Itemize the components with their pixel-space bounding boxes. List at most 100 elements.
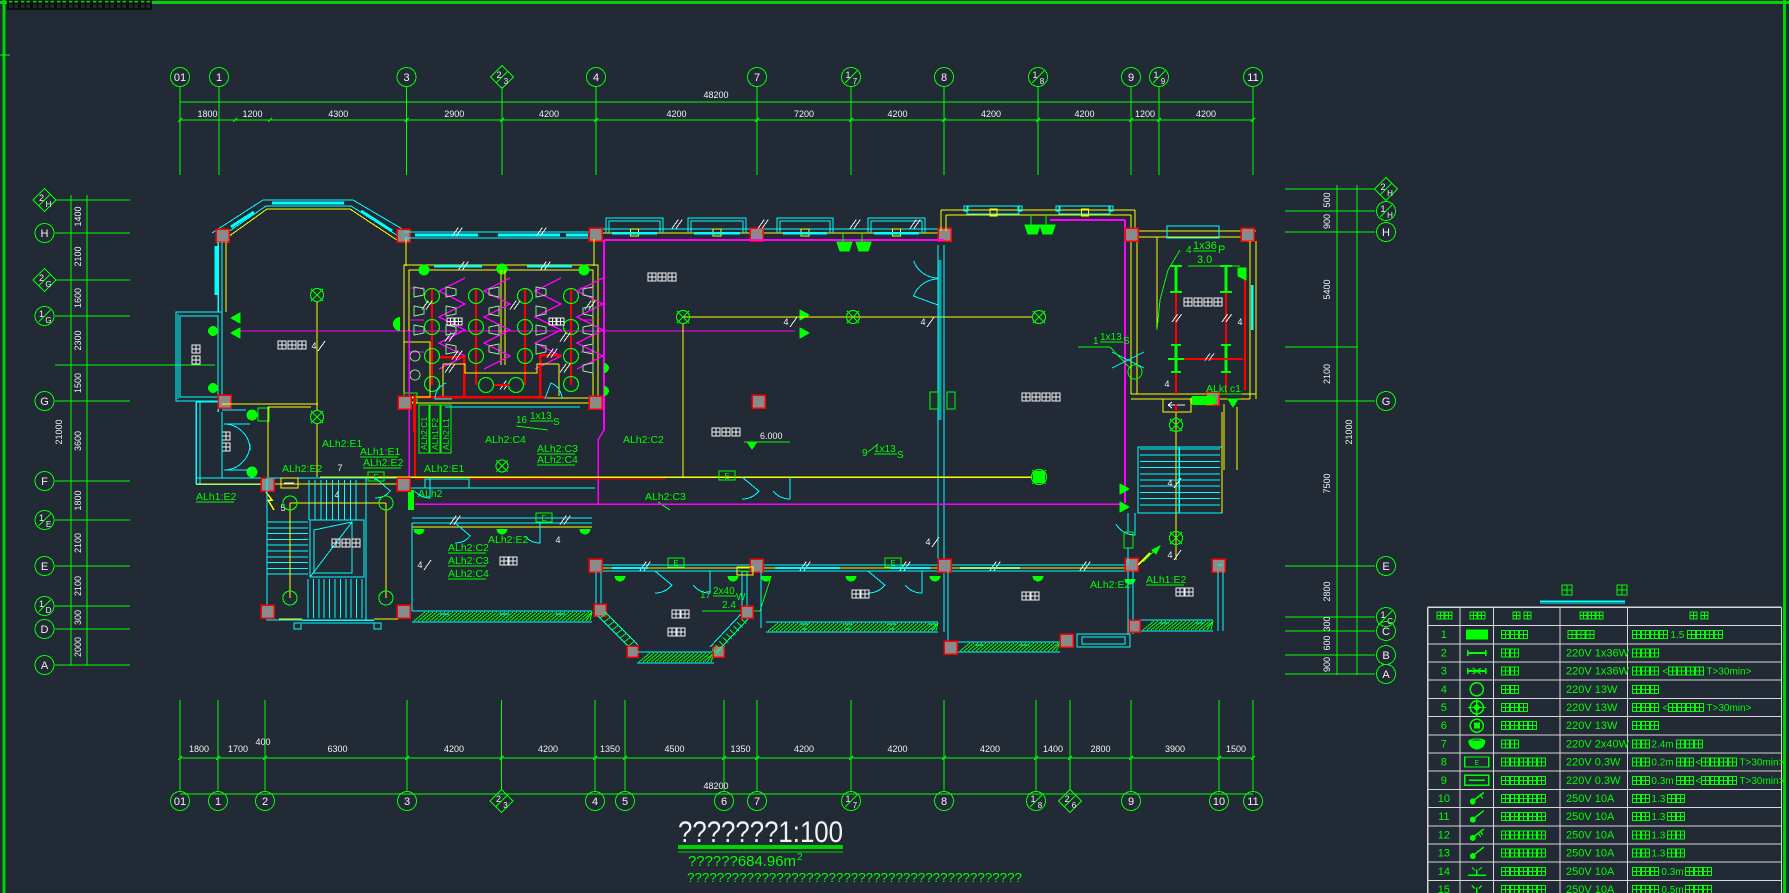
svg-text:E: E (41, 561, 48, 573)
svg-text:4200: 4200 (539, 109, 559, 119)
svg-text:3: 3 (1441, 666, 1447, 678)
svg-text:2: 2 (1380, 182, 1385, 192)
svg-text:ALh2:E1: ALh2:E1 (322, 438, 362, 450)
svg-text:3: 3 (404, 796, 410, 808)
svg-text:300: 300 (73, 610, 83, 625)
svg-text:??????????????????????????????: ????????????????????????????????????????… (687, 870, 1022, 885)
svg-text:E: E (724, 472, 729, 481)
svg-text:3600: 3600 (73, 431, 83, 451)
svg-text:400: 400 (255, 737, 270, 747)
svg-text:1: 1 (215, 796, 221, 808)
svg-text:10: 10 (1213, 796, 1225, 808)
svg-text:3.0: 3.0 (1197, 254, 1212, 266)
svg-text:600: 600 (1322, 635, 1332, 650)
svg-text:8: 8 (1441, 757, 1447, 769)
svg-text:2: 2 (39, 193, 44, 203)
svg-text:10: 10 (1438, 793, 1450, 805)
svg-text:2900: 2900 (444, 109, 464, 119)
svg-text:2: 2 (1064, 794, 1069, 804)
svg-text:E: E (673, 559, 678, 568)
svg-text:5: 5 (622, 796, 628, 808)
svg-text:250V 10A: 250V 10A (1566, 793, 1615, 805)
svg-text:ALh1:E1: ALh1:E1 (360, 446, 400, 458)
svg-text:2: 2 (262, 796, 268, 808)
svg-text:1: 1 (845, 794, 850, 804)
svg-text:12: 12 (1438, 829, 1450, 841)
svg-text:W: W (736, 592, 746, 603)
svg-text:4: 4 (334, 490, 339, 500)
svg-text:4: 4 (920, 317, 925, 327)
svg-text:1.3: 1.3 (1651, 794, 1665, 805)
svg-text:T>30min>: T>30min> (1739, 758, 1784, 769)
svg-text:<: < (1695, 758, 1701, 769)
svg-text:4: 4 (1167, 550, 1172, 560)
svg-text:7: 7 (853, 801, 858, 810)
svg-text:250V 10A: 250V 10A (1566, 848, 1615, 860)
svg-text:2: 2 (496, 794, 501, 804)
svg-text:3900: 3900 (1165, 744, 1185, 754)
svg-text:E: E (1474, 760, 1479, 767)
svg-text:6300: 6300 (327, 744, 347, 754)
svg-text:9: 9 (1128, 796, 1134, 808)
svg-text:0.2m: 0.2m (1651, 758, 1673, 769)
svg-text:G: G (1382, 396, 1391, 408)
svg-text:1200: 1200 (1135, 109, 1155, 119)
svg-text:1: 1 (1093, 336, 1099, 347)
svg-text:250V 10A: 250V 10A (1566, 811, 1615, 823)
svg-text:ALh2:C1: ALh2:C1 (419, 417, 429, 450)
svg-text:H: H (41, 228, 49, 240)
svg-text:6: 6 (1441, 720, 1447, 732)
svg-text:P: P (1218, 244, 1225, 256)
svg-text:<: < (1695, 776, 1701, 787)
svg-text:900: 900 (1322, 657, 1332, 672)
svg-text:4: 4 (1441, 684, 1447, 696)
svg-text:4: 4 (925, 537, 930, 547)
svg-text:1x13: 1x13 (1100, 332, 1122, 343)
svg-text:11: 11 (1247, 72, 1258, 84)
svg-text:8: 8 (941, 72, 947, 84)
svg-text:0.3m: 0.3m (1651, 776, 1673, 787)
svg-text:1600: 1600 (73, 288, 83, 308)
svg-text:3: 3 (503, 801, 508, 810)
svg-text:1.3: 1.3 (1651, 849, 1665, 860)
svg-text:7: 7 (754, 796, 760, 808)
svg-text:5400: 5400 (1322, 279, 1332, 299)
svg-text:E: E (890, 559, 895, 568)
svg-text:1500: 1500 (73, 373, 83, 393)
svg-text:ALh1:E2: ALh1:E2 (196, 491, 236, 503)
svg-text:3: 3 (504, 77, 509, 86)
svg-text:1.3: 1.3 (1651, 830, 1665, 841)
svg-text:S: S (1123, 336, 1130, 347)
svg-text:6: 6 (1072, 801, 1077, 810)
svg-text:ALh2:C3: ALh2:C3 (645, 491, 686, 503)
svg-text:0.5m: 0.5m (1661, 885, 1683, 893)
svg-text:7: 7 (754, 72, 760, 84)
svg-text:A: A (1382, 669, 1390, 681)
svg-text:220V 2x40W: 220V 2x40W (1566, 738, 1630, 750)
svg-text:4: 4 (1237, 317, 1242, 327)
svg-text:T>30min>: T>30min> (1706, 703, 1751, 714)
svg-text:ALh2:C4: ALh2:C4 (448, 568, 489, 580)
svg-text:1800: 1800 (73, 490, 83, 510)
svg-text:4: 4 (555, 535, 560, 545)
svg-text:4: 4 (1167, 478, 1172, 488)
svg-text:220V 13W: 220V 13W (1566, 684, 1618, 696)
svg-text:5: 5 (1441, 702, 1447, 714)
svg-text:1800: 1800 (189, 744, 209, 754)
svg-text:250V 10A: 250V 10A (1566, 829, 1615, 841)
svg-text:4200: 4200 (1196, 109, 1216, 119)
svg-text:4200: 4200 (666, 109, 686, 119)
svg-text:2100: 2100 (73, 246, 83, 266)
svg-text:B: B (1382, 650, 1389, 662)
svg-text:7: 7 (337, 463, 342, 473)
svg-text:8: 8 (1040, 77, 1045, 86)
svg-text:1400: 1400 (1043, 744, 1063, 754)
svg-text:E: E (46, 520, 51, 529)
svg-text:ALh2:C4: ALh2:C4 (537, 454, 578, 466)
svg-text:2.4m: 2.4m (1651, 739, 1673, 750)
svg-text:ALh2:C2: ALh2:C2 (623, 434, 664, 446)
svg-text:9: 9 (1441, 775, 1447, 787)
svg-text:1200: 1200 (242, 109, 262, 119)
svg-text:1.5: 1.5 (1670, 630, 1684, 641)
svg-text:220V 0.3W: 220V 0.3W (1566, 757, 1621, 769)
